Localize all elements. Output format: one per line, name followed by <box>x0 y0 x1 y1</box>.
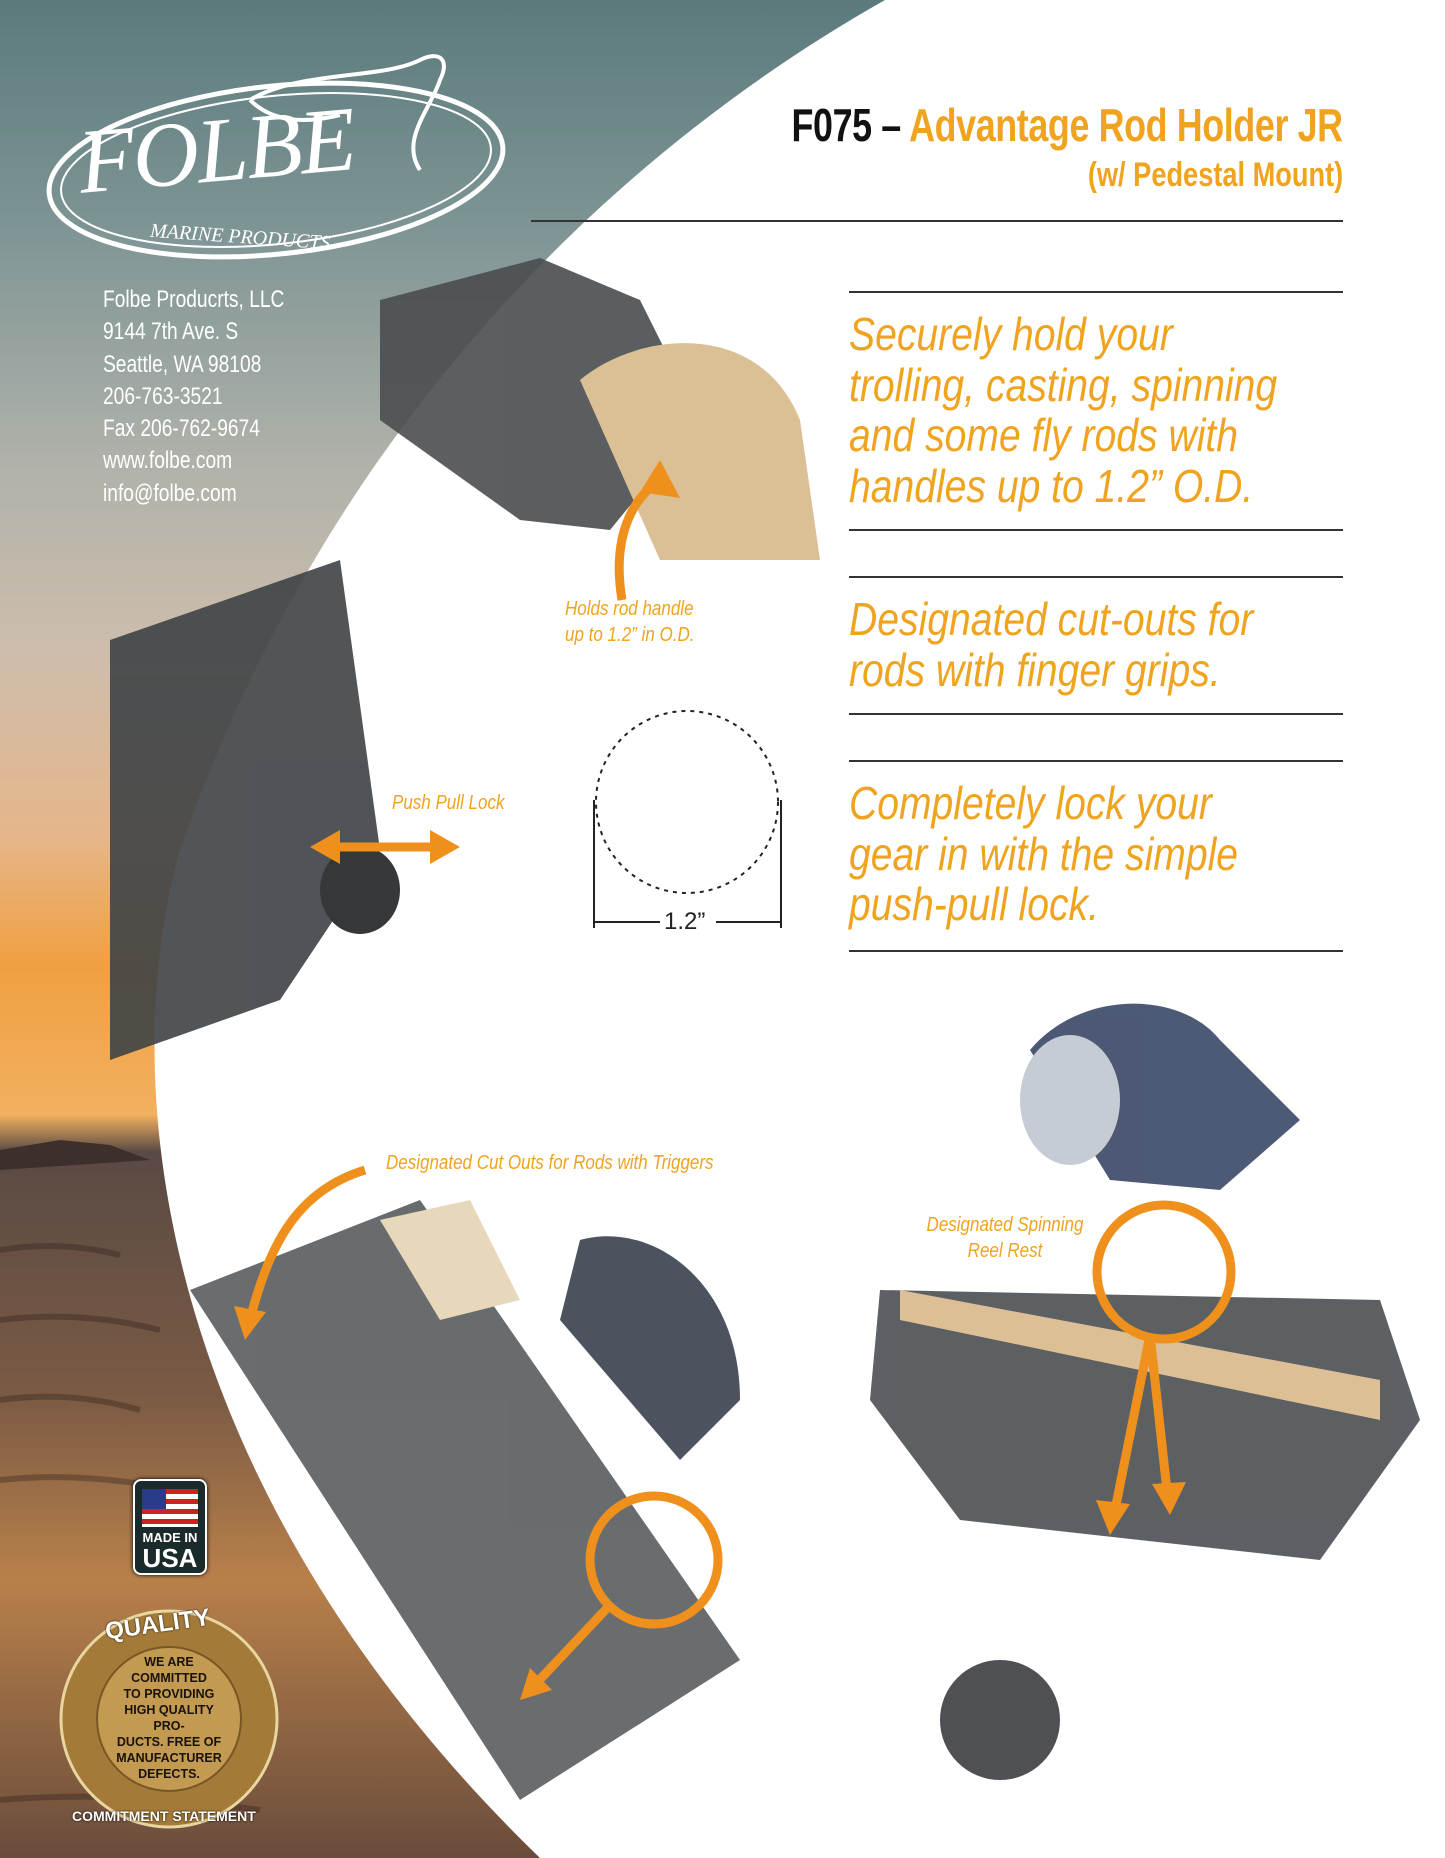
callout-line: Designated Spinning <box>926 1214 1084 1236</box>
callout-line: Holds rod handle <box>565 598 694 620</box>
address-city: Seattle, WA 98108 <box>103 350 262 378</box>
feature-line: rods with finger grips. <box>849 643 1221 696</box>
callout-handle: Holds rod handle up to 1.2” in O.D. <box>565 596 694 648</box>
spinning-reel-photo <box>870 1003 1420 1780</box>
page-subtitle: (w/ Pedestal Mount) <box>1087 156 1343 194</box>
seal-line: DEFECTS. <box>138 1767 200 1781</box>
diameter-diagram <box>593 710 782 928</box>
seal-bottom-text: COMMITMENT STATEMENT <box>72 1808 256 1824</box>
arrowheads <box>234 460 1186 1700</box>
callout-cutouts: Designated Cut Outs for Rods with Trigge… <box>386 1152 714 1174</box>
feature-cutouts: Designated cut-outs for rods with finger… <box>849 594 1253 695</box>
feature-line: and some fly rods with <box>849 409 1239 461</box>
feature-lock: Completely lock your gear in with the si… <box>849 778 1238 930</box>
page-title: F075 – Advantage Rod Holder JR <box>791 98 1344 152</box>
contact-info: Folbe Producrts, LLC 9144 7th Ave. S Sea… <box>103 284 284 510</box>
feature-line: Designated cut-outs for <box>849 593 1254 645</box>
seal-line: MANUFACTURER <box>116 1751 222 1765</box>
feature-line: Completely lock your <box>849 777 1212 829</box>
phone: 206-763-3521 <box>103 382 223 410</box>
logo-text: FOLBE <box>74 87 359 213</box>
feature-line: trolling, casting, spinning <box>849 358 1278 411</box>
feature-line: push-pull lock. <box>849 878 1099 930</box>
callout-line: Reel Rest <box>967 1240 1043 1262</box>
address-street: 9144 7th Ave. S <box>103 318 239 346</box>
product-name: Advantage Rod Holder JR <box>909 99 1343 151</box>
seal-line: WE ARE <box>144 1655 194 1669</box>
push-pull-lock-photo <box>110 560 400 1060</box>
divider <box>849 950 1343 952</box>
cutouts-photo <box>190 1200 740 1800</box>
seal-line: COMMITTED <box>131 1671 207 1685</box>
website-link[interactable]: www.folbe.com <box>103 447 233 475</box>
folbe-logo <box>46 54 506 260</box>
divider <box>849 291 1343 293</box>
quality-seal <box>59 1609 279 1829</box>
divider <box>849 760 1343 762</box>
divider <box>849 529 1343 531</box>
product-code: F075 – <box>791 99 902 151</box>
made-in-usa-badge: MADE IN USA <box>133 1479 207 1575</box>
feature-line: gear in with the simple <box>849 827 1239 880</box>
rod-holder-photo-top <box>380 258 820 560</box>
company-name: Folbe Producrts, LLC <box>103 286 285 313</box>
email-link[interactable]: info@folbe.com <box>103 479 237 507</box>
badge-line2: USA <box>142 1543 198 1573</box>
feature-line: handles up to 1.2” O.D. <box>849 459 1254 512</box>
us-flag-icon <box>142 1489 198 1527</box>
dimension-label: 1.2” <box>664 908 706 935</box>
divider <box>849 713 1343 715</box>
seal-line: TO PROVIDING <box>123 1687 215 1701</box>
divider <box>849 576 1343 578</box>
seal-statement: WE ARE COMMITTED TO PROVIDING HIGH QUALI… <box>108 1654 230 1782</box>
feature-secure-hold: Securely hold your trolling, casting, sp… <box>849 309 1277 511</box>
fax: Fax 206-762-9674 <box>103 415 260 443</box>
callout-reel-rest: Designated Spinning Reel Rest <box>920 1212 1090 1264</box>
divider <box>531 220 1343 222</box>
callout-push-pull: Push Pull Lock <box>392 792 505 814</box>
seal-line: HIGH QUALITY PRO- <box>124 1703 214 1733</box>
seal-line: DUCTS. FREE OF <box>116 1735 222 1749</box>
annotation-arrows <box>245 476 1236 1694</box>
feature-line: Securely hold your <box>849 308 1173 360</box>
badge-line1: MADE IN <box>142 1530 198 1545</box>
callout-line: up to 1.2” in O.D. <box>565 624 695 646</box>
